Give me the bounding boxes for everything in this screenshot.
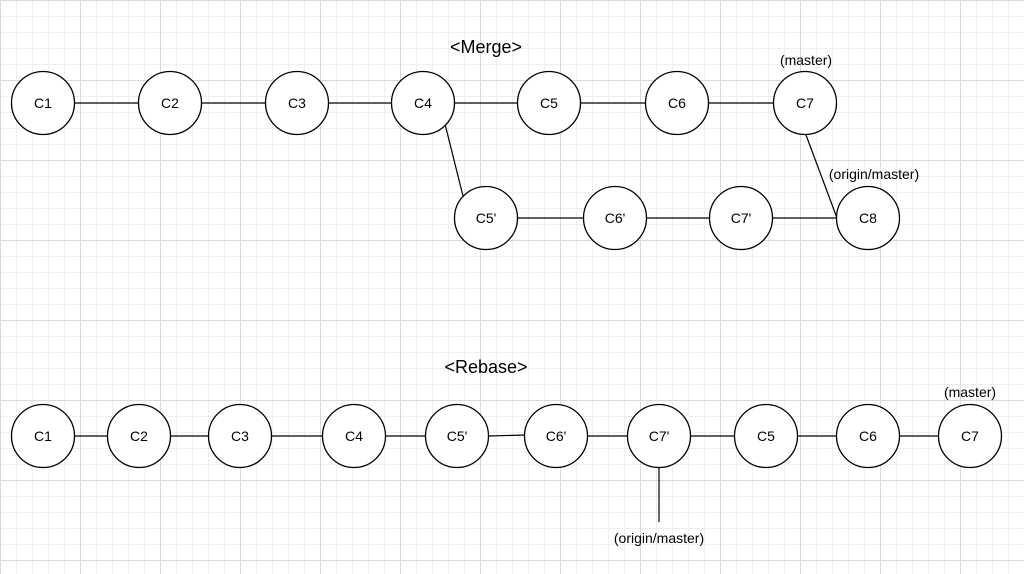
rebase-master-ref-label: (master) (944, 384, 996, 400)
merge-edge-c7-c8 (805, 134, 838, 219)
commit-circle (523, 403, 589, 469)
commit-circle (626, 403, 692, 469)
merge-edge-c4-c5p (443, 119, 464, 197)
commit-circle (644, 70, 710, 136)
merge-node-c8: C8 (835, 185, 901, 251)
commit-circle (708, 185, 774, 251)
merge-title: <Merge> (450, 37, 522, 57)
rebase-origin-ref-label: (origin/master) (614, 530, 704, 546)
commit-circle (10, 70, 76, 136)
merge-node-c7-prime: C7' (708, 185, 774, 251)
commit-circle (516, 70, 582, 136)
rebase-node-c7-prime: C7' (626, 403, 692, 469)
rebase-edge-c5p-c6p (488, 434, 526, 437)
commit-label: C1 (34, 428, 52, 444)
merge-node-c1: C1 (10, 70, 76, 136)
commit-circle (733, 403, 799, 469)
merge-node-c7: C7 (772, 70, 838, 136)
rebase-node-c6-prime: C6' (523, 403, 589, 469)
commit-circle (137, 70, 203, 136)
commit-circle (321, 403, 387, 469)
commit-label: C3 (231, 428, 249, 444)
rebase-node-c6: C6 (835, 403, 901, 469)
merge-node-c6: C6 (644, 70, 710, 136)
rebase-node-c3: C3 (207, 403, 273, 469)
merge-node-c3: C3 (264, 70, 330, 136)
commit-circle (264, 70, 330, 136)
commit-label: C1 (34, 95, 52, 111)
merge-node-c4: C4 (390, 70, 456, 136)
merge-edges (75, 102, 838, 219)
commit-label: C5' (476, 210, 497, 226)
commit-label: C7 (796, 95, 814, 111)
merge-node-c2: C2 (137, 70, 203, 136)
commit-circle (390, 70, 456, 136)
commit-label: C6 (859, 428, 877, 444)
merge-node-c5-prime: C5' (453, 185, 519, 251)
merge-section: <Merge> C1 C2 C3 (10, 37, 919, 251)
commit-label: C4 (345, 428, 363, 444)
commit-label: C2 (130, 428, 148, 444)
commit-label: C2 (161, 95, 179, 111)
commit-circle (207, 403, 273, 469)
rebase-edges (75, 434, 939, 522)
commit-circle (10, 403, 76, 469)
commit-circle (835, 185, 901, 251)
commit-label: C7 (961, 428, 979, 444)
commit-label: C6 (668, 95, 686, 111)
commit-label: C6' (546, 428, 567, 444)
rebase-node-c7: C7 (937, 403, 1003, 469)
merge-master-ref-label: (master) (780, 52, 832, 68)
commit-label: C7' (649, 428, 670, 444)
commit-label: C8 (859, 210, 877, 226)
commit-label: C7' (731, 210, 752, 226)
rebase-title: <Rebase> (444, 357, 527, 377)
commit-label: C3 (288, 95, 306, 111)
rebase-node-c5: C5 (733, 403, 799, 469)
rebase-section: <Rebase> C1 C2 C3 C4 (10, 357, 1003, 546)
commit-label: C6' (605, 210, 626, 226)
commit-circle (424, 403, 490, 469)
commit-label: C5 (757, 428, 775, 444)
commit-circle (453, 185, 519, 251)
commit-circle (835, 403, 901, 469)
rebase-node-c5-prime: C5' (424, 403, 490, 469)
commit-circle (106, 403, 172, 469)
rebase-node-c2: C2 (106, 403, 172, 469)
merge-node-c5: C5 (516, 70, 582, 136)
merge-node-c6-prime: C6' (582, 185, 648, 251)
rebase-node-c1: C1 (10, 403, 76, 469)
commit-circle (772, 70, 838, 136)
rebase-node-c4: C4 (321, 403, 387, 469)
commit-circle (937, 403, 1003, 469)
commit-circle (582, 185, 648, 251)
commit-label: C5 (540, 95, 558, 111)
merge-origin-ref-label: (origin/master) (829, 166, 919, 182)
commit-label: C5' (447, 428, 468, 444)
commit-label: C4 (414, 95, 432, 111)
